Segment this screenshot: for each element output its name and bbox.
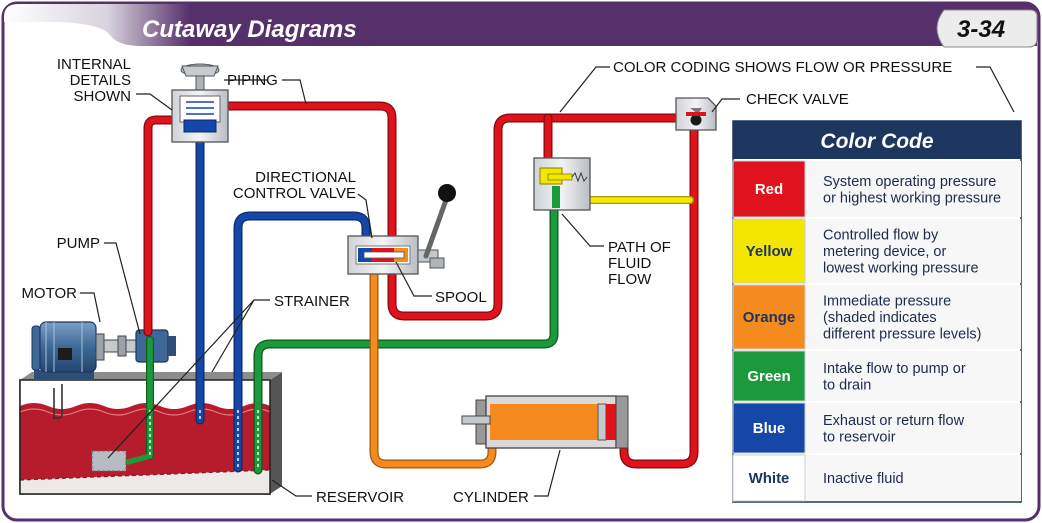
label-internal-details-3: SHOWN bbox=[74, 88, 132, 105]
color-desc-line: Exhaust or return flow bbox=[823, 413, 965, 429]
label-piping: PIPING bbox=[227, 72, 278, 89]
label-reservoir: RESERVOIR bbox=[316, 489, 404, 506]
label-strainer: STRAINER bbox=[274, 293, 350, 310]
color-desc-line: Controlled flow by bbox=[823, 228, 939, 244]
color-desc-line: Intake flow to pump or bbox=[823, 361, 966, 377]
color-swatch-green bbox=[732, 350, 806, 402]
color-desc-line: metering device, or bbox=[823, 244, 946, 260]
component-labels: INTERNAL DETAILS SHOWN PIPING COLOR CODI… bbox=[21, 56, 952, 506]
color-desc-line: Inactive fluid bbox=[823, 471, 904, 487]
color-name-white: White bbox=[749, 470, 790, 487]
directional-control-valve bbox=[347, 184, 456, 275]
color-desc-line: System operating pressure bbox=[823, 174, 996, 190]
header-band: Cutaway Diagrams 3-34 bbox=[4, 4, 1038, 48]
color-code-title: Color Code bbox=[820, 130, 933, 153]
header-title: Cutaway Diagrams bbox=[142, 16, 357, 43]
color-swatch-blue bbox=[732, 402, 806, 454]
color-swatch-orange bbox=[732, 284, 806, 350]
label-internal-details-2: DETAILS bbox=[70, 72, 131, 89]
label-cylinder: CYLINDER bbox=[453, 489, 529, 506]
color-name-yellow: Yellow bbox=[746, 243, 793, 260]
piping bbox=[125, 101, 699, 475]
reservoir-pipe-ends bbox=[149, 410, 259, 470]
color-name-red: Red bbox=[755, 181, 783, 198]
relief-valve bbox=[171, 63, 229, 143]
label-path-1: PATH OF bbox=[608, 239, 671, 256]
color-name-blue: Blue bbox=[753, 420, 786, 437]
color-desc-line: different pressure levels) bbox=[823, 327, 982, 343]
label-internal-details-1: INTERNAL bbox=[57, 56, 131, 73]
color-desc-line: (shaded indicates bbox=[823, 310, 937, 326]
cylinder bbox=[461, 395, 629, 449]
check-valve bbox=[675, 97, 717, 131]
label-motor: MOTOR bbox=[21, 285, 77, 302]
page-number: 3-34 bbox=[957, 16, 1005, 43]
color-desc-line: lowest working pressure bbox=[823, 261, 979, 277]
color-code-row-orange: Orange Immediate pressure(shaded indicate… bbox=[732, 284, 1021, 350]
label-directional-1: DIRECTIONAL bbox=[255, 169, 356, 186]
motor bbox=[31, 321, 127, 380]
label-spool: SPOOL bbox=[435, 289, 487, 306]
color-code-row-white: White Inactive fluid bbox=[732, 454, 1021, 502]
label-path-2: FLUID bbox=[608, 255, 652, 272]
reservoir bbox=[19, 372, 282, 495]
label-check-valve: CHECK VALVE bbox=[746, 91, 849, 108]
color-swatch-white bbox=[732, 454, 806, 502]
label-color-coding: COLOR CODING SHOWS FLOW OR PRESSURE bbox=[613, 59, 952, 76]
label-pump: PUMP bbox=[57, 235, 100, 252]
color-name-orange: Orange bbox=[743, 309, 796, 326]
strainer-element bbox=[91, 450, 127, 472]
color-swatch-red bbox=[732, 160, 806, 218]
color-name-green: Green bbox=[747, 368, 790, 385]
flow-control-valve bbox=[533, 157, 591, 211]
color-desc-line: to drain bbox=[823, 377, 871, 393]
label-directional-2: CONTROL VALVE bbox=[233, 185, 356, 202]
color-desc-line: Immediate pressure bbox=[823, 294, 951, 310]
leader-lines bbox=[80, 66, 1015, 497]
sight-gauge bbox=[53, 384, 63, 419]
color-desc-line: or highest working pressure bbox=[823, 190, 1001, 206]
label-path-3: FLOW bbox=[608, 271, 652, 288]
color-code-legend: Color Code Red System operating pressureo… bbox=[732, 120, 1022, 503]
color-desc-line: to reservoir bbox=[823, 429, 896, 445]
color-swatch-yellow bbox=[732, 218, 806, 284]
